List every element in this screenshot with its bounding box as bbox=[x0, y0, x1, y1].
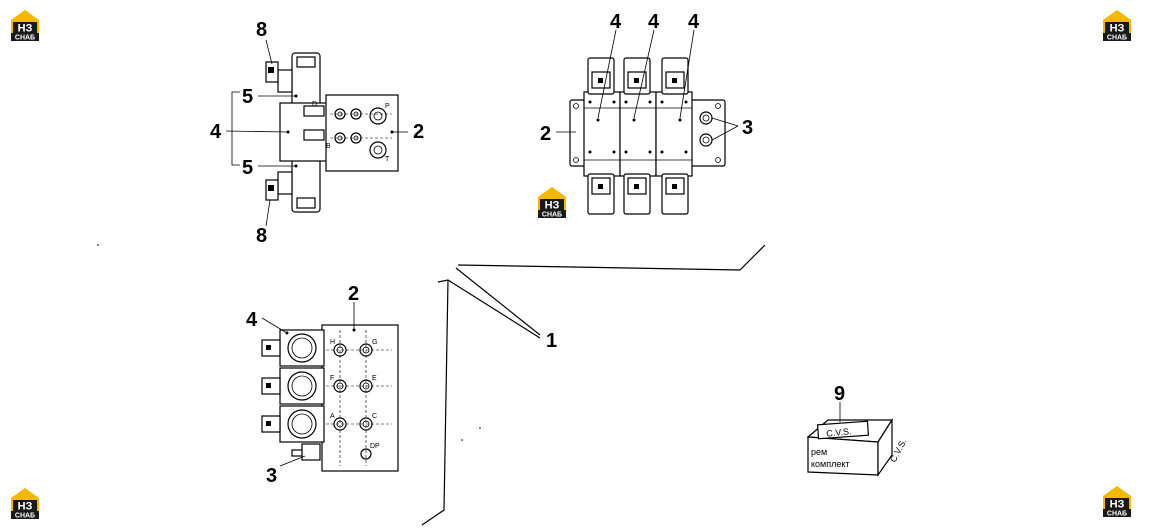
port-label-f: F bbox=[330, 375, 334, 382]
callout-1: 1 bbox=[546, 330, 557, 352]
logo-top-right: НЗ СНАБ bbox=[1103, 10, 1131, 42]
port-label-p: P bbox=[385, 103, 390, 110]
callout-4-left: 4 bbox=[210, 121, 222, 143]
callout-3-right: 3 bbox=[742, 117, 753, 139]
repair-kit-box: C.V.S. C.V.S. рем комплект bbox=[806, 402, 909, 477]
callout-9: 9 bbox=[834, 383, 845, 405]
callout-4-bottom: 4 bbox=[246, 309, 258, 331]
valve-single-section: P T B D bbox=[225, 39, 408, 227]
logo-top-left: НЗ СНАБ bbox=[11, 10, 39, 42]
callout-2-bottom: 2 bbox=[348, 283, 359, 305]
callout-4-a: 4 bbox=[610, 11, 622, 33]
svg-text:СНАБ: СНАБ bbox=[1107, 35, 1127, 42]
svg-text:НЗ: НЗ bbox=[1110, 499, 1125, 511]
logo-bottom-right: НЗ СНАБ bbox=[1103, 486, 1131, 518]
port-label-t: T bbox=[385, 156, 390, 163]
logo-bottom-left: НЗ СНАБ bbox=[11, 488, 39, 520]
port-label-b: B bbox=[326, 143, 331, 150]
harness-cable bbox=[421, 244, 766, 526]
svg-text:СНАБ: СНАБ bbox=[15, 513, 35, 520]
svg-text:НЗ: НЗ bbox=[18, 23, 33, 35]
port-label-d: D bbox=[312, 101, 317, 108]
callout-4-c: 4 bbox=[688, 11, 700, 33]
svg-text:НЗ: НЗ bbox=[545, 200, 560, 212]
port-label-dp: DP bbox=[370, 443, 380, 450]
valve-stacked: H G F E A C DP bbox=[261, 302, 399, 472]
callout-5-bottom: 5 bbox=[242, 157, 253, 179]
port-label-c: C bbox=[372, 413, 377, 420]
port-label-g: G bbox=[372, 339, 377, 346]
valve-three-section bbox=[556, 29, 739, 215]
svg-text:НЗ: НЗ bbox=[18, 501, 33, 513]
svg-text:СНАБ: СНАБ bbox=[1107, 511, 1127, 518]
kit-label-line1: рем bbox=[811, 447, 827, 457]
svg-text:НЗ: НЗ bbox=[1110, 23, 1125, 35]
callout-4-b: 4 bbox=[648, 11, 660, 33]
callout-2-mid: 2 bbox=[540, 123, 551, 145]
callout-3-bottom: 3 bbox=[266, 465, 277, 487]
port-label-e: E bbox=[372, 375, 377, 382]
kit-lid-label: C.V.S. bbox=[826, 426, 852, 439]
port-label-a: A bbox=[330, 413, 335, 420]
port-label-h: H bbox=[330, 339, 335, 346]
callout-5-top: 5 bbox=[242, 86, 253, 108]
callout-8-top: 8 bbox=[256, 19, 267, 41]
kit-label-line2: комплект bbox=[811, 459, 850, 469]
svg-text:СНАБ: СНАБ bbox=[542, 212, 562, 219]
logo-middle: НЗ СНАБ bbox=[538, 187, 566, 219]
callout-8-bottom: 8 bbox=[256, 225, 267, 247]
callout-2-right: 2 bbox=[413, 121, 424, 143]
svg-text:СНАБ: СНАБ bbox=[15, 35, 35, 42]
